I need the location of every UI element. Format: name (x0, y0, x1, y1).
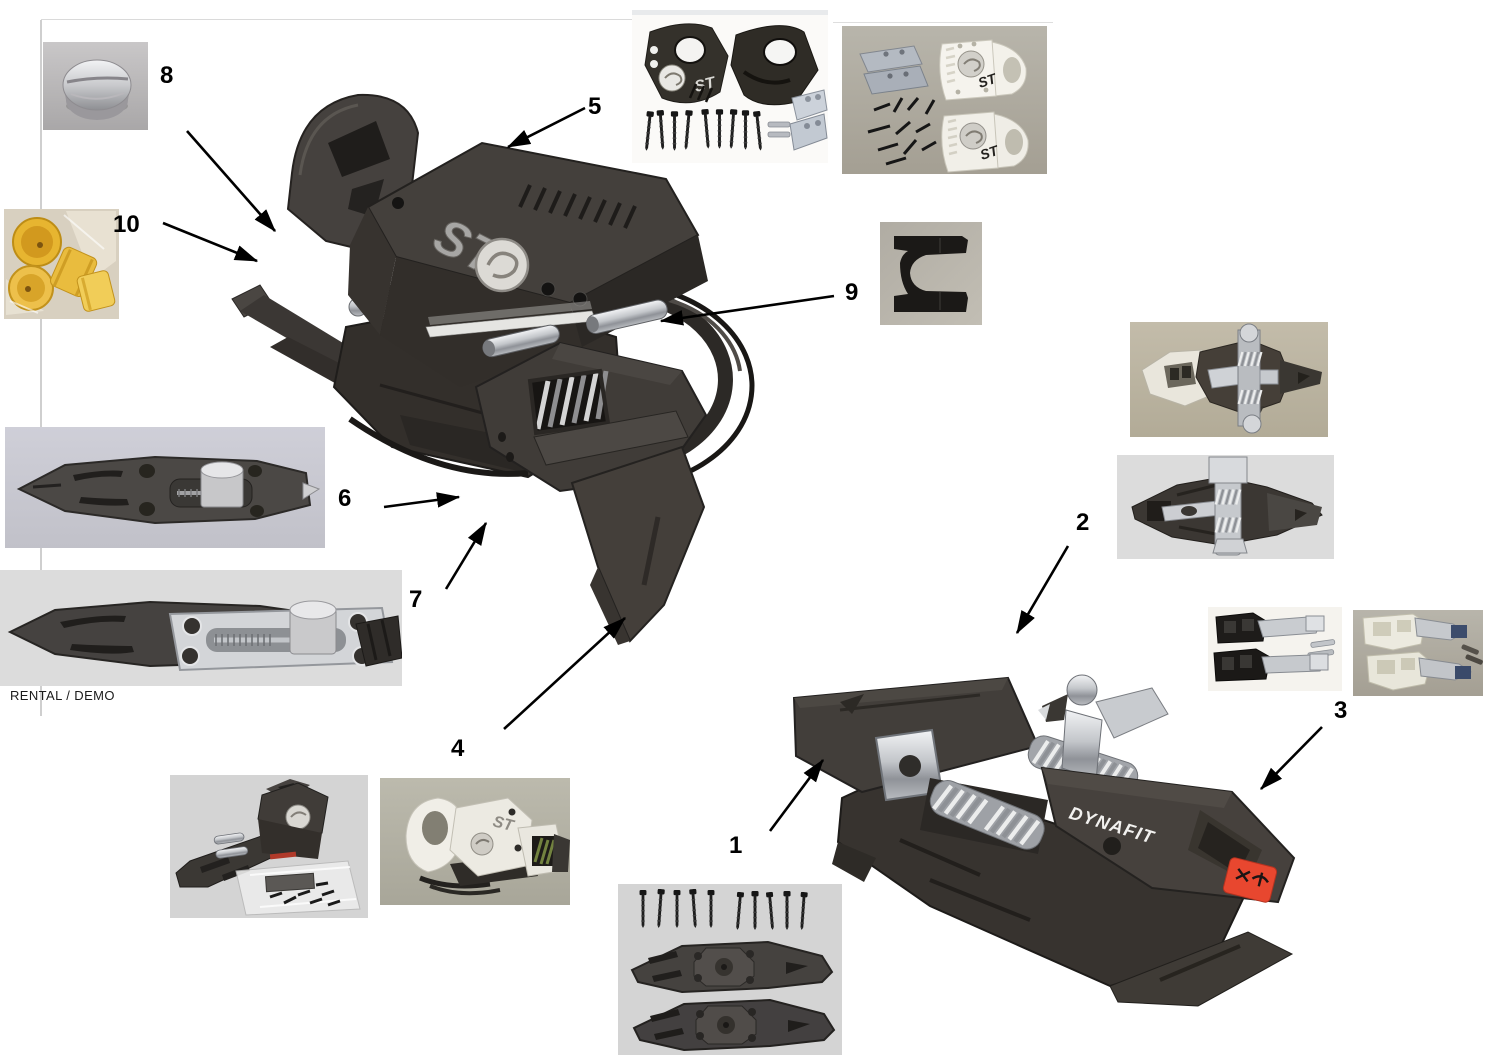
callout-label-6: 6 (338, 485, 352, 512)
brand-medallion (285, 804, 311, 830)
st-logo-text: ST (978, 142, 1001, 163)
brand-medallion (470, 832, 494, 856)
callout-label-10: 10 (113, 211, 140, 238)
photo-yellow-caps-bag (4, 209, 119, 319)
callout-label-5: 5 (588, 93, 602, 120)
base-plate (630, 940, 834, 994)
heel-pin-right (586, 299, 668, 334)
photo-toe-latch-kit-white (1353, 610, 1483, 696)
zinc-plate (859, 45, 923, 73)
callout-label-8: 8 (160, 62, 174, 89)
red-brand-sticker (1222, 857, 1278, 903)
st-logo-text: ST (491, 813, 516, 835)
photo-brake-pedal-frame (0, 570, 402, 686)
photo-toe-latch-kit-black (1208, 607, 1342, 691)
callout-label-3: 3 (1334, 697, 1348, 724)
spacer-clip-shape (894, 236, 968, 312)
brand-medallion (474, 237, 530, 293)
toe-lever-knob (1066, 674, 1098, 706)
callout-label-1: 1 (729, 832, 743, 859)
scattered-screws (867, 97, 937, 166)
photo-toe-unit-top-white (1130, 322, 1328, 437)
st-logo-text: ST (976, 70, 999, 91)
page-fold-line-top-left (41, 19, 823, 20)
photo-heel-unit-with-screw-bag (170, 775, 368, 918)
callout-label-4: 4 (451, 735, 465, 762)
cap-slot (66, 76, 129, 84)
white-housing: ST (939, 39, 1027, 101)
photo-silver-top-cap (43, 42, 148, 130)
zinc-plate (863, 65, 929, 95)
base-plate (632, 998, 836, 1052)
photo-spacer-clip (880, 222, 982, 325)
photo-main-st-heel-unit: ST (230, 85, 810, 650)
page-fold-line-top-right (833, 22, 1053, 23)
zinc-plate (789, 113, 828, 151)
callout-arrow-2 (1015, 545, 1070, 635)
heel-pin-left (482, 324, 560, 358)
rental-demo-watermark: RENTAL / DEMO (10, 688, 115, 703)
white-housing: ST (941, 111, 1029, 173)
photo-toe-unit-top-dark (1117, 455, 1334, 559)
photo-dynafit-toe-unit: DYNAFIT (780, 650, 1310, 1015)
photo-heel-unit-white: ST (380, 778, 570, 905)
callout-label-9: 9 (845, 279, 859, 306)
brake-pedal-tail (570, 445, 706, 643)
page-fold-line-vertical (40, 20, 42, 716)
toe-spring-coil (929, 780, 1045, 850)
photo-heel-housing-kit-white: ST ST (842, 26, 1047, 174)
photo-heel-housing-kit-black: ST (632, 10, 828, 163)
callout-label-2: 2 (1076, 509, 1090, 536)
photo-brake-pedal-plate (5, 427, 325, 548)
photo-toe-base-plates (618, 884, 842, 1055)
callout-label-7: 7 (409, 586, 423, 613)
